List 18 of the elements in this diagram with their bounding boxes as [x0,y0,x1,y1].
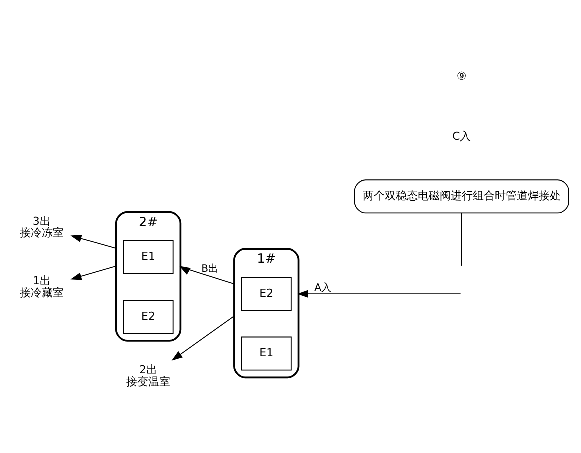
arrow [172,315,235,360]
node-text: 2出 接变温室 [126,363,171,388]
node-box: E1 [241,336,292,370]
label: ⑨ [456,70,467,83]
arrow [70,234,117,249]
node-box: E1 [123,240,174,274]
node-text: 3出 接冷冻室 [20,214,64,240]
node-box: 两个双稳态电磁阀进行组合时管道焊接处 [354,179,570,214]
connector [461,212,462,266]
edge-label: A入 [314,282,332,294]
node-box: E2 [241,276,292,311]
edge-label: B出 [202,263,219,274]
arrow [179,266,235,284]
node-box: E2 [123,300,174,334]
arrow [70,265,117,280]
node-text: 1出 接冷藏室 [20,274,64,299]
arrow [297,290,462,298]
label: C入 [452,129,472,142]
